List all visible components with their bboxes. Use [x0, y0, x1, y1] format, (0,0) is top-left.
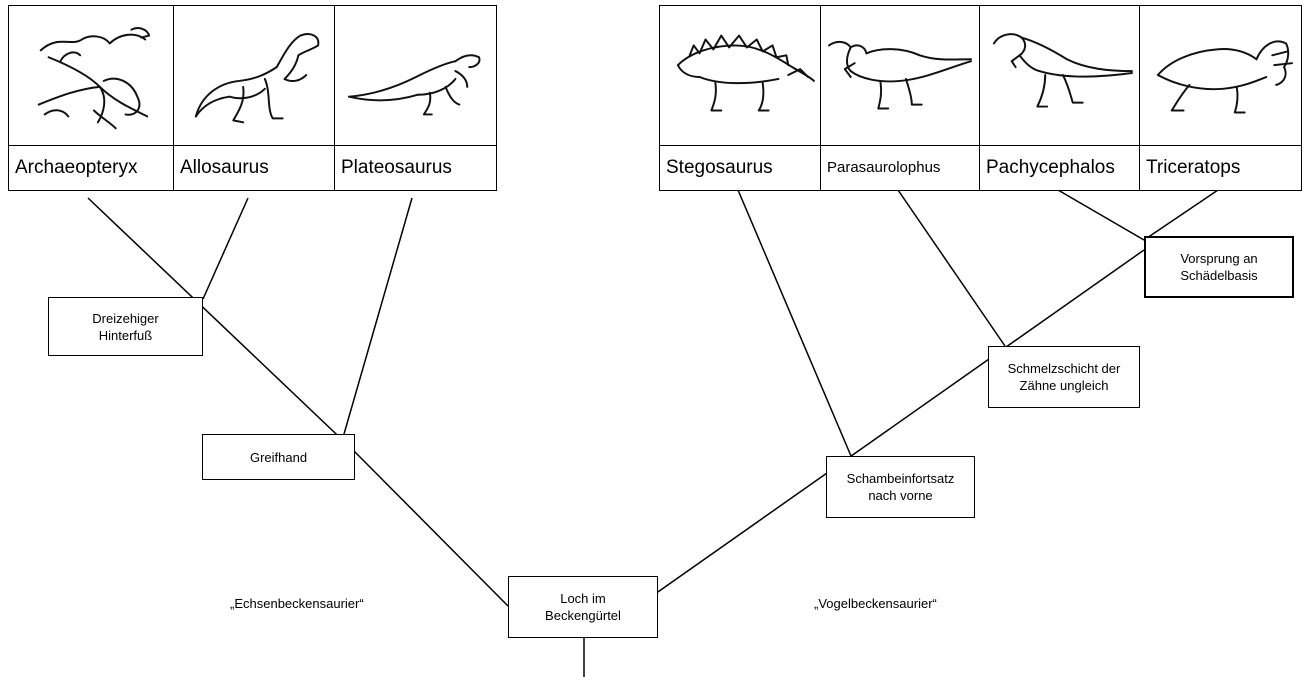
- trait-line: Dreizehiger: [92, 310, 159, 326]
- branch-stegosaurus: [737, 189, 852, 457]
- trait-schmelzschicht: Schmelzschicht der Zähne ungleich: [988, 346, 1140, 408]
- trait-schambeinfortsatz: Schambeinfortsatz nach vorne: [826, 456, 975, 518]
- taxon-card-triceratops: Triceratops: [1139, 5, 1302, 191]
- trait-line: Schambeinfortsatz: [846, 471, 955, 486]
- branch-pachycephalos: [1057, 189, 1145, 241]
- trait-line: Schmelzschicht der: [1007, 361, 1121, 376]
- taxon-label: Stegosaurus: [659, 145, 821, 191]
- taxon-card-stegosaurus: Stegosaurus: [659, 5, 821, 191]
- taxon-card-allosaurus: Allosaurus: [173, 5, 335, 191]
- branch-plateosaurus: [343, 197, 413, 435]
- pachycephalos-drawing: [979, 5, 1140, 146]
- plateosaurus-drawing: [334, 5, 497, 146]
- trait-line: Beckengürtel: [545, 608, 621, 623]
- taxon-label: Archaeopteryx: [8, 145, 174, 191]
- triceratops-drawing: [1139, 5, 1302, 146]
- taxon-card-pachycephalos: Pachycephalos: [979, 5, 1140, 191]
- allosaurus-drawing: [173, 5, 335, 146]
- branch-allosaurus: [202, 197, 249, 300]
- taxon-label: Parasaurolophus: [820, 145, 980, 191]
- trait-dreizehiger-hinterfuss: Dreizehiger Hinterfuß: [48, 297, 203, 356]
- parasaurolophus-drawing: [820, 5, 980, 146]
- group-label-vogelbeckensaurier: „Vogelbeckensaurier“: [814, 596, 937, 611]
- taxon-label: Allosaurus: [173, 145, 335, 191]
- branch-saurischia: [353, 450, 509, 607]
- taxon-card-plateosaurus: Plateosaurus: [334, 5, 497, 191]
- stegosaurus-drawing: [659, 5, 821, 146]
- taxon-card-archaeopteryx: Archaeopteryx: [8, 5, 174, 191]
- taxon-card-parasaurolophus: Parasaurolophus: [820, 5, 980, 191]
- trait-greifhand: Greifhand: [202, 434, 355, 480]
- trait-line: Vorsprung an: [1180, 251, 1258, 266]
- trait-vorsprung-schaedelbasis: Vorsprung an Schädelbasis: [1144, 236, 1294, 298]
- trait-line: Greifhand: [249, 449, 308, 465]
- trait-line: Loch im: [560, 591, 606, 606]
- trait-line: Hinterfuß: [98, 327, 153, 343]
- trait-line: nach vorne: [868, 488, 933, 503]
- taxon-label: Pachycephalos: [979, 145, 1140, 191]
- trait-line: Schädelbasis: [1180, 268, 1258, 283]
- trait-loch-im-beckenguertel: Loch im Beckengürtel: [508, 576, 658, 638]
- branch-triceratops: [1143, 189, 1219, 241]
- trait-line: Zähne ungleich: [1019, 378, 1109, 393]
- group-label-echsenbeckensaurier: „Echsenbeckensaurier“: [230, 596, 364, 611]
- taxon-label: Plateosaurus: [334, 145, 497, 191]
- taxon-label: Triceratops: [1139, 145, 1302, 191]
- archaeopteryx-drawing: [8, 5, 174, 146]
- branch-archaeopteryx: [87, 197, 355, 452]
- branch-ornithischia: [654, 249, 1145, 595]
- branch-parasaurolophus: [897, 189, 1006, 347]
